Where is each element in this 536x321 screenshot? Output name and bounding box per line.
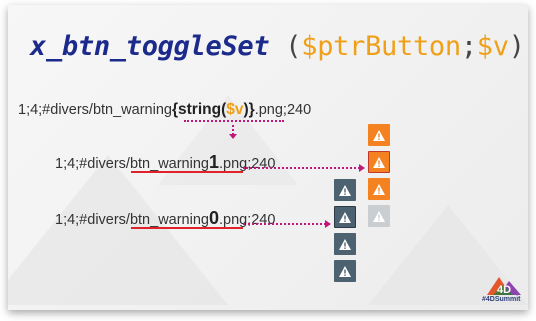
param-v: $v (476, 31, 509, 62)
warning-off-button-pressed (334, 233, 356, 255)
string-fn: string( (178, 101, 227, 118)
inactive-red-underline (131, 227, 243, 229)
warning-icon (339, 265, 351, 277)
warning-off-button-disabled (334, 260, 356, 282)
template-prefix: 1;4;#divers/btn_warning (18, 102, 172, 118)
inactive-dotted-connector (243, 223, 326, 225)
page-title: x_btn_toggleSet ($ptrButton;$v) (30, 31, 525, 62)
summit-logo: 4D (487, 277, 521, 296)
warning-button-disabled (368, 205, 390, 227)
inactive-suffix: .png;240 (218, 212, 276, 228)
inactive-underlined: btn_warning (129, 212, 209, 228)
active-underlined: btn_warning (129, 156, 209, 172)
fn-close: ) (243, 101, 249, 118)
inactive-digit: 0 (208, 208, 219, 228)
bg-triangle (158, 95, 298, 185)
active-arrowhead (359, 164, 365, 172)
warning-icon (373, 129, 385, 141)
warning-off-button-hover (334, 206, 356, 228)
inactive-path-line: 1;4;#divers/btn_warning0.png;240 (55, 208, 275, 229)
warning-icon (339, 211, 351, 223)
active-suffix: .png;240 (218, 156, 276, 172)
warning-button-pressed (368, 178, 390, 200)
active-dotted-connector (243, 167, 360, 169)
template-var: $v (226, 101, 244, 118)
logo-mark: 4D (497, 284, 511, 296)
active-digit: 1 (208, 152, 219, 172)
warning-off-button-normal (334, 179, 356, 201)
inactive-prefix: 1;4;#divers/ (55, 212, 130, 228)
template-line: 1;4;#divers/btn_warning{string($v)}.png;… (18, 101, 311, 119)
warning-icon (339, 184, 351, 196)
brace-open: { (171, 101, 179, 118)
function-name: x_btn_toggleSet (30, 31, 270, 62)
warning-button-normal (368, 124, 390, 146)
slide: x_btn_toggleSet ($ptrButton;$v) 1;4;#div… (8, 5, 528, 310)
down-arrowhead (229, 134, 237, 139)
warning-button-hover (368, 151, 390, 173)
active-prefix: 1;4;#divers/ (55, 156, 130, 172)
param-ptr-button: $ptrButton (301, 31, 461, 62)
open-paren: ( (269, 31, 302, 62)
warning-icon (373, 156, 385, 168)
active-path-line: 1;4;#divers/btn_warning1.png;240 (55, 152, 275, 173)
active-red-underline (131, 171, 243, 173)
template-dotted-underline (184, 120, 284, 122)
brace-close: } (248, 101, 255, 118)
template-suffix: .png;240 (254, 102, 312, 118)
down-connector (232, 125, 234, 135)
warning-icon (373, 210, 385, 222)
param-separator: ; (460, 31, 477, 62)
warning-icon (373, 183, 385, 195)
inactive-arrowhead (325, 220, 331, 228)
warning-icon (339, 238, 351, 250)
logo-tagline: #4DSummit (482, 296, 521, 303)
close-paren: ) (508, 31, 525, 62)
